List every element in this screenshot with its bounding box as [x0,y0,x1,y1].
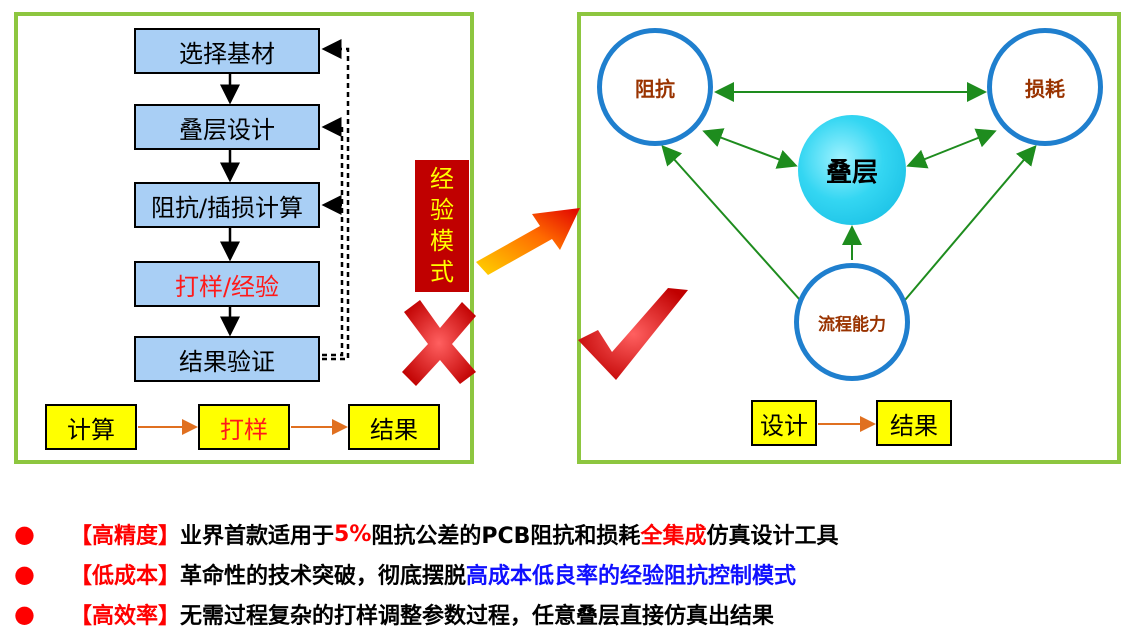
relationship-arrows [661,82,1037,301]
node-impedance: 阻抗 [597,28,713,146]
bullet-low-cost: ● 【低成本】 革命性的技术突破，彻底摆脱 高成本低良率的经验阻抗控制模式 [14,558,796,590]
bottom-sample: 打样 [198,404,290,450]
bottom-design: 设计 [751,400,817,446]
bullet-highlight: 全集成 [640,524,707,549]
step-stackup-design: 叠层设计 [134,104,320,150]
exp-mode-char: 式 [430,258,454,286]
bottom-result-right: 结果 [876,400,952,446]
transition-arrow [476,208,580,275]
bottom-result: 结果 [348,404,440,450]
approve-check-icon [578,288,688,380]
bullet-text: 业界首款适用于 [180,524,335,549]
exp-mode-char: 经 [430,165,454,193]
node-process-capability: 流程能力 [794,263,910,381]
step-select-material: 选择基材 [134,28,320,74]
bullet-text: 阻抗公差的PCB阻抗和损耗 [371,524,641,549]
bullet-text: 无需过程复杂的打样调整参数过程，任意叠层直接仿真出结果 [180,604,775,629]
bottom-calc: 计算 [45,404,137,450]
bullet-dot-icon: ● [14,560,35,588]
bullet-tag: 【高精度】 [70,524,181,549]
experience-mode-box: 经 验 模 式 [415,160,469,292]
exp-mode-char: 模 [430,227,454,255]
traditional-flow-panel [14,12,474,464]
bullet-text: 仿真设计工具 [706,524,839,549]
reject-x-icon [402,300,476,386]
node-loss: 损耗 [987,28,1103,146]
bullet-dot-icon: ● [14,600,35,628]
step-sample-experience: 打样/经验 [134,261,320,307]
bullet-dot-icon: ● [14,520,35,548]
bullet-tag: 【低成本】 [70,564,181,589]
bullet-highlight: 高成本低良率的经验阻抗控制模式 [466,564,797,589]
feedback-dashed-lines [321,39,350,361]
step-result-verify: 结果验证 [134,336,320,382]
bullet-high-efficiency: ● 【高效率】 无需过程复杂的打样调整参数过程，任意叠层直接仿真出结果 [14,598,774,630]
exp-mode-char: 验 [430,196,454,224]
bullet-tag: 【高效率】 [70,604,181,629]
bullet-highlight: 5% [334,521,372,547]
bullet-high-precision: ● 【高精度】 业界首款适用于 5% 阻抗公差的PCB阻抗和损耗 全集成 仿真设… [14,518,838,550]
step-impedance-loss-calc: 阻抗/插损计算 [134,182,320,228]
node-stackup: 叠层 [798,115,906,225]
bullet-text: 革命性的技术突破，彻底摆脱 [180,564,467,589]
